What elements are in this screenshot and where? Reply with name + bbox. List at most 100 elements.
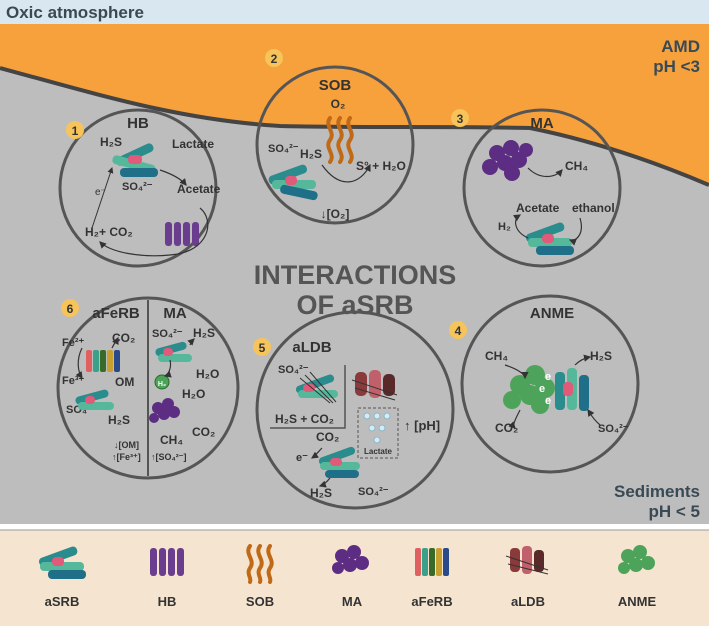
aldb-co2: CO₂ — [316, 430, 339, 444]
hb-icon — [150, 548, 184, 576]
oxic-atmosphere-band — [0, 0, 709, 24]
sob-title: SOB — [319, 77, 352, 94]
sob-s0: S° + H₂O — [356, 159, 406, 173]
aferrb-ma-h2o: H₂O — [196, 367, 219, 381]
aldb-h2s: H₂S — [310, 486, 332, 500]
asrb-cluster-icon — [295, 371, 338, 404]
ma-title: MA — [530, 115, 553, 132]
aldb-so4: SO₄²⁻ — [278, 364, 309, 376]
hb-electron: e⁻ — [95, 187, 106, 198]
anme-title: ANME — [530, 305, 574, 322]
aldb-lactate-box — [357, 407, 399, 459]
lactate-dots-icon — [363, 412, 391, 444]
aldb-lactate: Lactate — [364, 447, 393, 456]
aferrb-h2s: H₂S — [108, 413, 130, 427]
sediments-ph-label: pH < 5 — [649, 502, 701, 521]
asrb-icon — [38, 546, 86, 579]
aferrb-icon — [415, 548, 449, 576]
anme-electron-3: e — [545, 395, 551, 407]
hb-title: HB — [127, 115, 149, 132]
aldb-bacteria-icon — [351, 370, 398, 401]
h2-molecule-icon — [154, 374, 170, 390]
aldb-electron: e⁻ — [296, 452, 308, 464]
sob-o2-decrease: ↓[O₂] — [321, 207, 350, 221]
legend-label: HB — [158, 594, 177, 609]
hb-lactate: Lactate — [172, 137, 214, 151]
aferrb-ma-h2o-2: H₂O — [182, 387, 205, 401]
legend-item-hb: HB — [150, 548, 184, 609]
aferrb-so4-increase: ↑[SO₄²⁻] — [151, 452, 187, 462]
ma-cluster-icon — [482, 140, 533, 181]
hb-so4: SO₄²⁻ — [122, 181, 153, 193]
anme-so4: SO₄²⁻ — [598, 423, 629, 435]
aldb-divider — [270, 365, 346, 429]
aldb-so4-bottom: SO₄²⁻ — [358, 486, 389, 498]
ma-h2: H₂ — [498, 221, 511, 233]
badge-4-number: 4 — [455, 324, 462, 338]
aferrb-om: OM — [115, 375, 134, 389]
hb-bacteria-icon — [165, 222, 199, 246]
badge-6-number: 6 — [67, 302, 74, 316]
aldb-ph: ↑ [pH] — [404, 418, 440, 433]
center-title-line1: INTERACTIONS — [254, 260, 457, 290]
legend-item-ma: MA — [332, 545, 369, 609]
legend-item-aferrb: aFeRB — [411, 548, 453, 609]
asrb-cluster-icon — [75, 389, 114, 410]
aferrb-om-decrease: ↓[OM] — [114, 440, 139, 450]
sediments-label: Sediments — [614, 482, 700, 501]
panel-sob: 2 SOB O₂ SO₄²⁻ H₂S S° + H₂O ↓[O₂] — [255, 49, 415, 225]
aferrb-ma-ch4: CH₄ — [160, 433, 183, 447]
sob-h2s: H₂S — [300, 147, 322, 161]
asrb-cluster-icon — [525, 222, 574, 255]
aldb-h2s-co2: H₂S + CO₂ — [275, 412, 334, 426]
sob-o2: O₂ — [331, 97, 346, 111]
badge-6 — [61, 299, 79, 317]
badge-3-number: 3 — [457, 112, 464, 126]
legend-label: aSRB — [45, 594, 80, 609]
anme-electron-2: e — [539, 383, 545, 395]
aferrb-fe-increase: ↑[Fe³⁺] — [112, 452, 141, 462]
aldb-icon — [505, 546, 549, 575]
center-title-line2: OF aSRB — [296, 290, 413, 320]
sob-so4: SO₄²⁻ — [268, 143, 299, 155]
legend-label: aLDB — [511, 594, 545, 609]
aferrb-ma-so4: SO₄²⁻ — [152, 328, 183, 340]
legend-label: aFeRB — [411, 594, 452, 609]
badge-4 — [449, 321, 467, 339]
ma-icon — [332, 545, 369, 574]
sob-icon — [246, 544, 274, 584]
aferrb-ma-co2: CO₂ — [192, 425, 215, 439]
sob-bacteria-icon — [326, 116, 354, 164]
amd-ph-label: pH <3 — [653, 57, 700, 76]
amd-zone — [0, 24, 709, 185]
amd-label: AMD — [661, 37, 700, 56]
ma-acetate: Acetate — [516, 201, 560, 215]
aferrb-fe2: Fe²⁺ — [62, 337, 85, 349]
hb-h2s: H₂S — [100, 135, 122, 149]
anme-icon — [618, 545, 655, 574]
asrb-cluster-icon — [318, 446, 360, 478]
aferrb-ma-h2s: H₂S — [193, 326, 215, 340]
oxic-atmosphere-title: Oxic atmosphere — [6, 3, 144, 22]
anme-h2s: H₂S — [590, 349, 612, 363]
aferrb-title: aFeRB — [92, 305, 140, 322]
anme-cluster-icon — [503, 365, 555, 414]
hb-h2co2: H₂+ CO₂ — [85, 225, 133, 239]
badge-1-number: 1 — [72, 124, 79, 138]
badge-3 — [451, 109, 469, 127]
badge-2-number: 2 — [271, 52, 278, 66]
aferrb-ma-h2: H₂ — [158, 381, 166, 388]
aldb-title: aLDB — [292, 339, 331, 356]
badge-5-number: 5 — [259, 341, 266, 355]
aferrb-ma-title: MA — [163, 305, 186, 322]
ma-cluster-icon — [149, 398, 180, 423]
legend-item-aldb: aLDB — [505, 546, 549, 609]
badge-5 — [253, 338, 271, 356]
ma-ethanol: ethanol — [572, 201, 615, 215]
badge-2 — [265, 49, 283, 67]
legend-item-asrb: aSRB — [38, 546, 86, 609]
panel-aferrb: 6 aFeRB MA Fe²⁺ CO₂ Fe³⁺ OM SO₄²⁻ H₂S ↓[… — [56, 296, 240, 480]
legend-panel — [0, 530, 709, 626]
legend-label: MA — [342, 594, 363, 609]
